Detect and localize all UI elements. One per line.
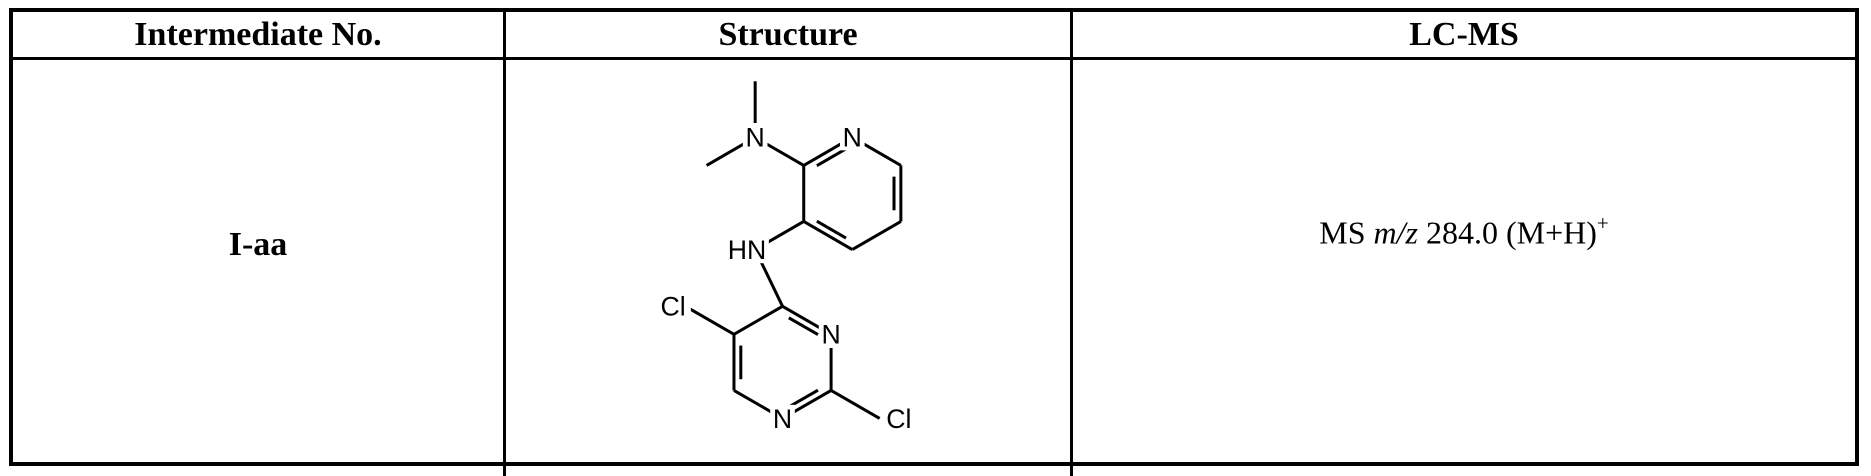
intermediate-id: I-aa [228,226,288,263]
intermediates-table: Intermediate No. Structure LC-MS I-aa [9,8,1859,476]
bridge-nh-label: HN [728,235,767,265]
header-structure: Structure [506,12,1073,57]
lcms-charge: + [1596,211,1609,236]
header-intermediate-no: Intermediate No. [13,12,506,57]
pyrimidine-n1-label: N [773,404,792,434]
table-header-row: Intermediate No. Structure LC-MS [13,12,1855,60]
lcms-mass: 284.0 (M+H) [1417,214,1597,251]
lcms-prefix: MS [1319,214,1374,251]
pyridine-n-label: N [843,123,862,153]
atom-labels: N N HN N N Cl Cl [661,123,912,434]
dimethylamino-n-label: N [746,123,765,153]
lcms-mz-italic: m/z [1373,214,1418,251]
chlorine-2-label: Cl [886,404,911,434]
lcms-value: MS m/z 284.0 (M+H)+ [1319,211,1609,252]
cell-intermediate-no: I-aa [13,60,506,476]
cell-lcms: MS m/z 284.0 (M+H)+ [1073,60,1855,476]
table-data-row: I-aa [13,60,1855,476]
header-lcms: LC-MS [1409,15,1519,53]
pyrimidine-n3-label: N [821,320,840,350]
chemical-structure: N N HN N N Cl Cl [655,81,916,434]
cell-structure: N N HN N N Cl Cl [506,60,1073,476]
atom-label-backgrounds [655,122,916,433]
bond-lines [684,81,903,420]
chlorine-5-label: Cl [661,292,686,322]
